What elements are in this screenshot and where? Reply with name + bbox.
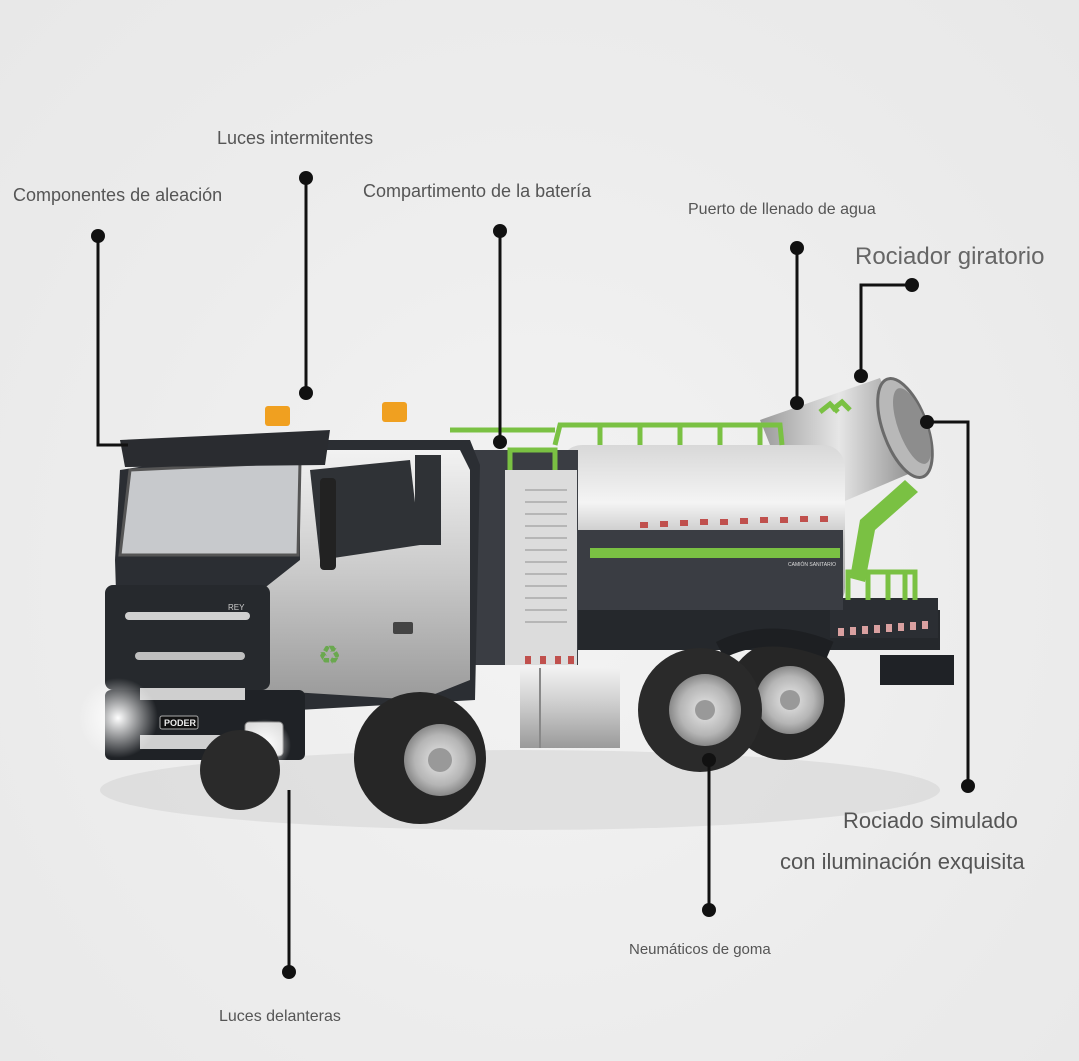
sprinkler-leader-line — [859, 283, 912, 376]
callout-flashing-lights: Luces intermitentes — [217, 128, 374, 148]
recycle-icon: ♻ — [318, 641, 341, 671]
callout-exquisite-lighting: con iluminación exquisita — [780, 849, 1025, 874]
alloy-leader-line — [96, 236, 128, 447]
callout-simulated-spray: Rociado simulado — [843, 808, 1018, 833]
callout-headlights: Luces delanteras — [219, 1008, 341, 1025]
callout-battery-compartment: Compartimento de la batería — [363, 181, 592, 201]
battery-compartment — [470, 447, 578, 665]
sun-visor — [120, 430, 330, 467]
alloy-dot — [91, 229, 105, 243]
rear-platform — [830, 598, 938, 638]
flashing-light-right — [382, 402, 407, 422]
bumper-badge: PODER — [164, 718, 197, 728]
headlight-glow — [78, 678, 158, 758]
rubber-tires — [638, 628, 845, 772]
grille-badge: REY — [228, 603, 245, 612]
water-tank: CAMIÓN SANITARIO — [560, 445, 845, 610]
front-wheel — [200, 692, 486, 824]
spray-leader-line — [927, 420, 970, 786]
truck-cab: REY PODER ♻ — [105, 430, 480, 760]
callout-alloy-components: Componentes de aleación — [13, 185, 223, 205]
flashing-light-left — [265, 406, 290, 426]
tank-text: CAMIÓN SANITARIO — [788, 561, 836, 568]
callout-water-fill-port: Puerto de llenado de agua — [688, 201, 876, 218]
callout-rubber-tires: Neumáticos de goma — [629, 941, 771, 958]
callout-rotating-sprinkler: Rociador giratorio — [855, 243, 1045, 270]
